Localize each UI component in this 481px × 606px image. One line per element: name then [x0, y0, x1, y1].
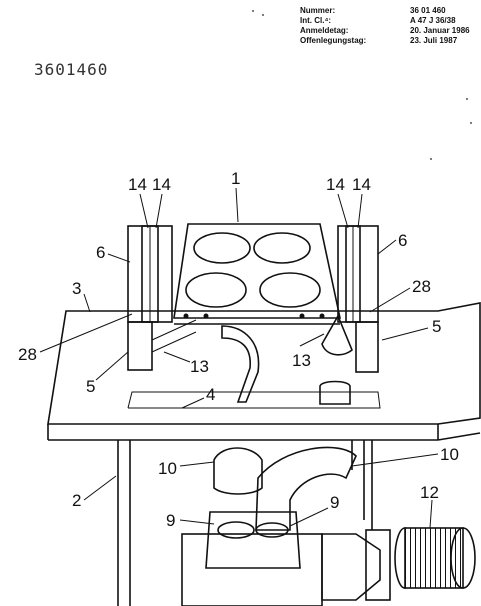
ref-label: 14 [352, 175, 371, 194]
ref-label: 5 [86, 377, 95, 396]
field-value: A 47 J 36/38 [410, 16, 456, 25]
ref-label: 4 [206, 385, 215, 404]
header-row-publication-date: Offenlegungstag: 23. Juli 1987 [300, 36, 481, 46]
ref-label: 10 [158, 459, 177, 478]
header-row-class: Int. Cl.⁴: A 47 J 36/38 [300, 16, 481, 26]
left-duct-section [213, 447, 263, 495]
lower-cabinet [117, 440, 373, 606]
right-column [337, 225, 379, 373]
ref-label: 14 [128, 175, 147, 194]
scan-speck [466, 98, 468, 100]
ref-label: 9 [166, 511, 175, 530]
exhaust-coil [394, 527, 476, 589]
ref-label: 2 [72, 491, 81, 510]
field-label: Offenlegungstag: [300, 36, 367, 45]
ref-label: 1 [231, 169, 240, 188]
duct-stub [319, 380, 351, 405]
left-column [127, 225, 197, 371]
ref-label: 5 [432, 317, 441, 336]
right-duct-section [255, 446, 357, 531]
ref-label: 6 [398, 231, 407, 250]
ref-label: 9 [330, 493, 339, 512]
field-label: Int. Cl.⁴: [300, 16, 332, 25]
scan-speck [470, 122, 472, 124]
field-value: 23. Juli 1987 [410, 36, 458, 45]
bibliographic-header: Nummer: 36 01 460 Int. Cl.⁴: A 47 J 36/3… [300, 6, 481, 46]
hob-with-burners [173, 223, 341, 325]
table-top [47, 302, 481, 441]
field-label: Nummer: [300, 6, 336, 15]
field-label: Anmeldetag: [300, 26, 349, 35]
ref-label: 28 [18, 345, 37, 364]
header-row-number: Nummer: 36 01 460 [300, 6, 481, 16]
ref-label: 6 [96, 243, 105, 262]
document-number: 3601460 [34, 60, 109, 79]
field-value: 20. Januar 1986 [410, 26, 470, 35]
funnel-outlet [321, 314, 353, 356]
header-row-filing-date: Anmeldetag: 20. Januar 1986 [300, 26, 481, 36]
ref-label: 13 [190, 357, 209, 376]
scan-speck [252, 10, 254, 12]
scan-speck [430, 158, 432, 160]
ref-label: 28 [412, 277, 431, 296]
ref-label: 10 [440, 445, 459, 464]
fan-housing [181, 511, 391, 606]
ref-label: 13 [292, 351, 311, 370]
ref-label: 14 [326, 175, 345, 194]
field-value: 36 01 460 [410, 6, 446, 15]
ref-label: 14 [152, 175, 171, 194]
scan-speck [262, 14, 264, 16]
leader-lines [39, 187, 439, 529]
upper-flexible-duct [221, 325, 260, 403]
ref-label: 12 [420, 483, 439, 502]
ref-label: 3 [72, 279, 81, 298]
